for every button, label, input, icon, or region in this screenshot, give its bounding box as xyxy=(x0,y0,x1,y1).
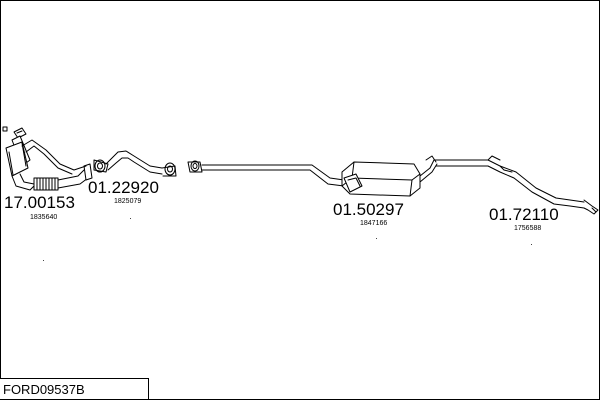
rear-pipe[interactable] xyxy=(433,155,599,215)
catalytic-converter-assembly[interactable] xyxy=(2,126,93,191)
front-pipe[interactable] xyxy=(93,150,177,177)
part-number-label: 01.72110 xyxy=(489,205,559,224)
part-number-label: 01.50297 xyxy=(333,200,404,219)
leader-dot xyxy=(43,260,44,261)
ref-number-label: 1835640 xyxy=(30,214,58,221)
leader-dot xyxy=(130,218,131,219)
part-number-label: 01.22920 xyxy=(88,178,159,197)
leader-dot xyxy=(531,244,532,245)
ref-number-label: 1847166 xyxy=(360,220,388,227)
ref-number-label: 1825079 xyxy=(114,198,142,205)
title-box: FORD09537B xyxy=(0,378,149,400)
leader-dot xyxy=(376,238,377,239)
ref-number-label: 1756588 xyxy=(514,225,542,232)
middle-silencer-assembly[interactable] xyxy=(187,155,438,197)
diagram-title: FORD09537B xyxy=(3,382,85,397)
part-number-label: 17.00153 xyxy=(4,193,75,212)
